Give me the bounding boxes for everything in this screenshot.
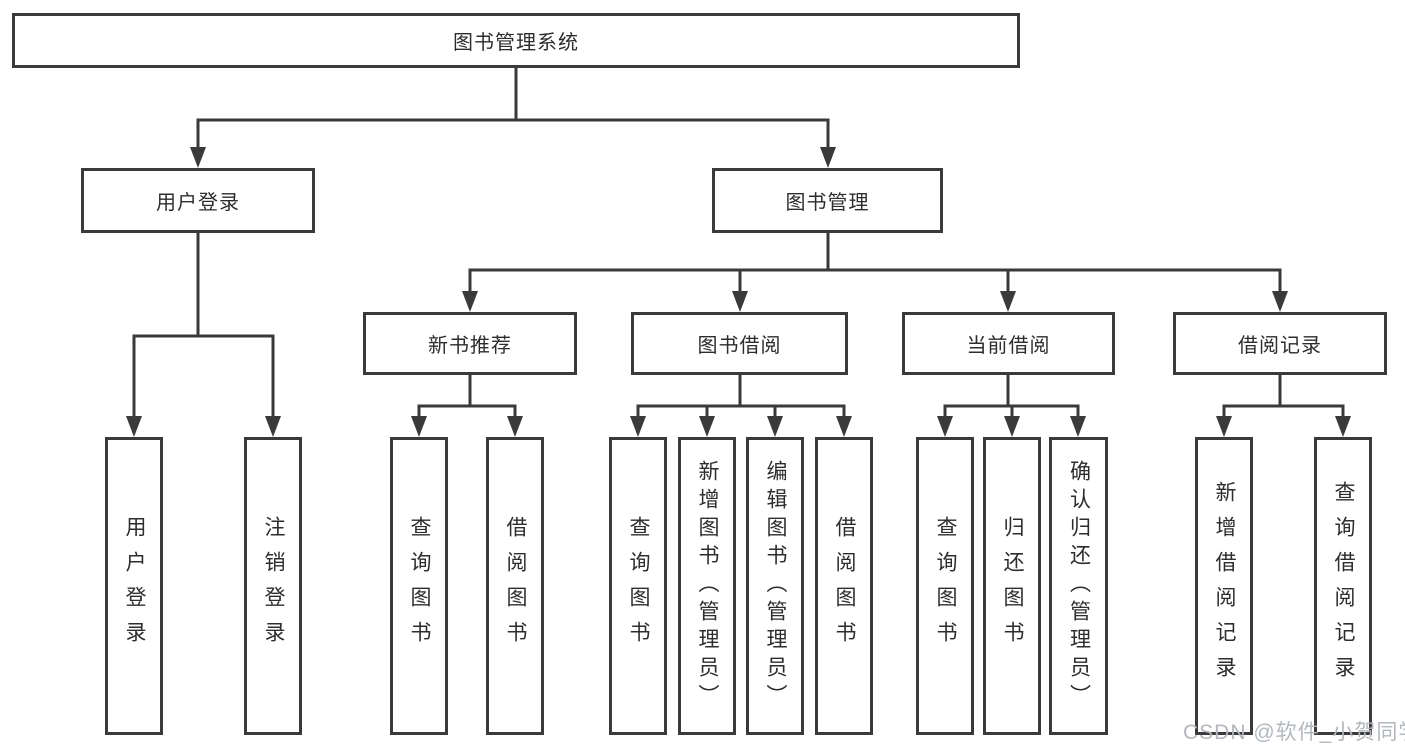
connector-book-management-to-level3 [462, 230, 1288, 312]
node-new-book-recommendation: 新书推荐 [363, 312, 577, 375]
csdn-watermark: CSDN @软件_小贺同学 [1183, 721, 1405, 744]
leaf-user-login: 用户登录 [105, 437, 163, 735]
leaf-query-books-current: 查询图书 [916, 437, 974, 735]
leaf-add-book-admin: 新增图书（管理员） [678, 437, 736, 735]
connector-borrow-records-to-leaves [1216, 373, 1351, 437]
node-user-login: 用户登录 [81, 168, 315, 233]
node-book-borrowing: 图书借阅 [631, 312, 848, 375]
node-book-management: 图书管理 [712, 168, 943, 233]
connector-user-login-to-leaves [126, 230, 281, 437]
leaf-query-books-borrow: 查询图书 [609, 437, 667, 735]
connector-book-borrow-to-leaves [630, 373, 852, 437]
leaf-logout: 注销登录 [244, 437, 302, 735]
leaf-borrow-books-recommend: 借阅图书 [486, 437, 544, 735]
connector-current-borrow-to-leaves [937, 373, 1086, 437]
leaf-query-books-recommend: 查询图书 [390, 437, 448, 735]
node-borrowing-records: 借阅记录 [1173, 312, 1387, 375]
node-library-management-system: 图书管理系统 [12, 13, 1020, 68]
leaf-return-book: 归还图书 [983, 437, 1041, 735]
connector-new-book-to-leaves [411, 373, 523, 437]
node-current-borrowing: 当前借阅 [902, 312, 1115, 375]
leaf-borrow-books: 借阅图书 [815, 437, 873, 735]
connector-root-to-level2 [190, 66, 836, 168]
leaf-query-borrow-record: 查询借阅记录 [1314, 437, 1372, 735]
leaf-edit-book-admin: 编辑图书（管理员） [746, 437, 804, 735]
leaf-add-borrow-record: 新增借阅记录 [1195, 437, 1253, 735]
leaf-confirm-return-admin: 确认归还（管理员） [1049, 437, 1108, 735]
